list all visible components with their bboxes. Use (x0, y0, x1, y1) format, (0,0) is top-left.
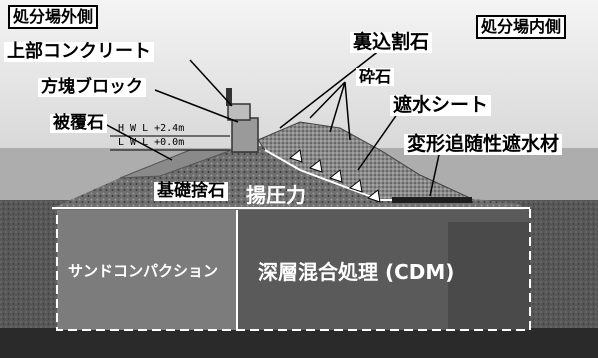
uplift-arrow (308, 159, 323, 173)
cdm-label: 深層混合処理 (CDM) (258, 260, 455, 284)
backfill-stone-label: 裏込割石 (350, 32, 433, 53)
backfill-leader (279, 49, 381, 129)
block-structure (231, 117, 259, 153)
upper-concrete-leader (189, 59, 233, 107)
sand-compaction-label: サンドコンパクション (68, 262, 219, 280)
lower-ground (0, 328, 598, 358)
lwl-label: L W L +0.0m (118, 137, 185, 148)
upper-concrete-label: 上部コンクリート (4, 42, 154, 62)
upper-concrete-structure (227, 103, 251, 121)
armor-stone-leader (104, 123, 173, 161)
leader-lines (104, 49, 441, 197)
water-sheet-label: 遮水シート (390, 95, 492, 116)
uplift-arrow (348, 179, 363, 193)
inside-label: 処分場内側 (476, 15, 567, 39)
cdm-dark-band (448, 222, 530, 330)
crushed-stone-leader-2 (329, 81, 346, 133)
uplift-arrow (328, 169, 343, 183)
block-leader (154, 89, 239, 123)
wall-cap (226, 88, 232, 106)
deformable-material-label: 変形追随性遮水材 (404, 134, 563, 155)
uplift-arrow (366, 189, 381, 203)
sand-compaction-zone (57, 208, 237, 330)
uplift-arrows (288, 149, 381, 203)
outside-label: 処分場外側 (8, 5, 99, 29)
armor-stone-label: 被覆石 (50, 114, 107, 133)
water-sheet-leader (357, 109, 401, 171)
uplift-arrow (288, 149, 303, 163)
uplift-label: 揚圧力 (246, 183, 306, 207)
block-label: 方塊ブロック (38, 78, 146, 97)
deformable-sealing-material (392, 197, 472, 203)
crushed-stone-label: 砕石 (356, 68, 395, 86)
foundation-stone-label: 基礎捨石 (154, 182, 228, 201)
crushed-stone-leader-1 (309, 81, 346, 119)
crushed-stone-leader-3 (344, 81, 351, 141)
deformable-material-leader (429, 149, 441, 197)
hwl-label: H W L +2.4m (118, 123, 185, 134)
